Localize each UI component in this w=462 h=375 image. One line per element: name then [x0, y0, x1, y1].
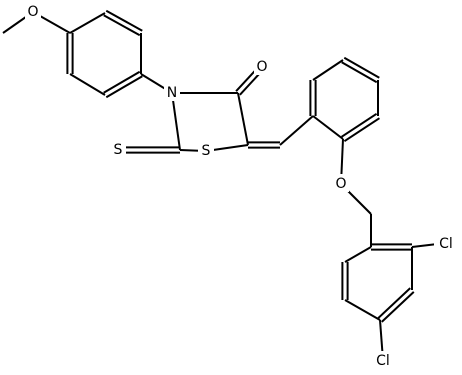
- chlorine-ortho-label: Cl: [439, 236, 453, 252]
- bond-line: [344, 299, 381, 321]
- bond-line: [312, 59, 344, 81]
- bond-line: [279, 115, 314, 146]
- bond-layer: [2, 9, 447, 361]
- bond-line: [237, 92, 249, 146]
- chlorine-ortho-bg: [434, 234, 458, 252]
- bond-line: [343, 56, 380, 79]
- bond-line: [105, 9, 143, 32]
- methoxy-oxygen-bg: [25, 2, 41, 20]
- nitrogen-label: N: [167, 85, 177, 101]
- bond-line: [343, 117, 380, 143]
- thione-sulfur-bg: [110, 140, 126, 158]
- bond-line: [103, 14, 141, 37]
- thione-sulfur-label: S: [114, 142, 123, 158]
- bond-line: [171, 92, 181, 151]
- bond-line: [381, 291, 415, 323]
- bond-line: [344, 246, 372, 263]
- ether-oxygen-bg: [333, 174, 349, 192]
- bond-line: [312, 115, 344, 140]
- bond-line: [341, 112, 378, 138]
- ketone-oxygen-bg: [254, 57, 270, 75]
- bond-line: [341, 61, 378, 84]
- atom-label-layer: O O N S S O Cl Cl: [25, 2, 458, 369]
- bond-line: [105, 75, 143, 99]
- bond-line: [377, 287, 411, 319]
- bond-line: [103, 70, 141, 94]
- ring-sulfur-label: S: [202, 143, 211, 159]
- chlorine-para-bg: [371, 351, 395, 369]
- nitrogen-bg: [164, 83, 180, 101]
- ether-oxygen-label: O: [335, 176, 346, 192]
- bond-line: [69, 73, 106, 96]
- ring-sulfur-bg: [198, 141, 214, 159]
- ketone-oxygen-label: O: [256, 59, 267, 75]
- chlorine-para-label: Cl: [376, 353, 390, 369]
- methoxy-oxygen-label: O: [27, 4, 38, 20]
- bond-line: [69, 12, 106, 34]
